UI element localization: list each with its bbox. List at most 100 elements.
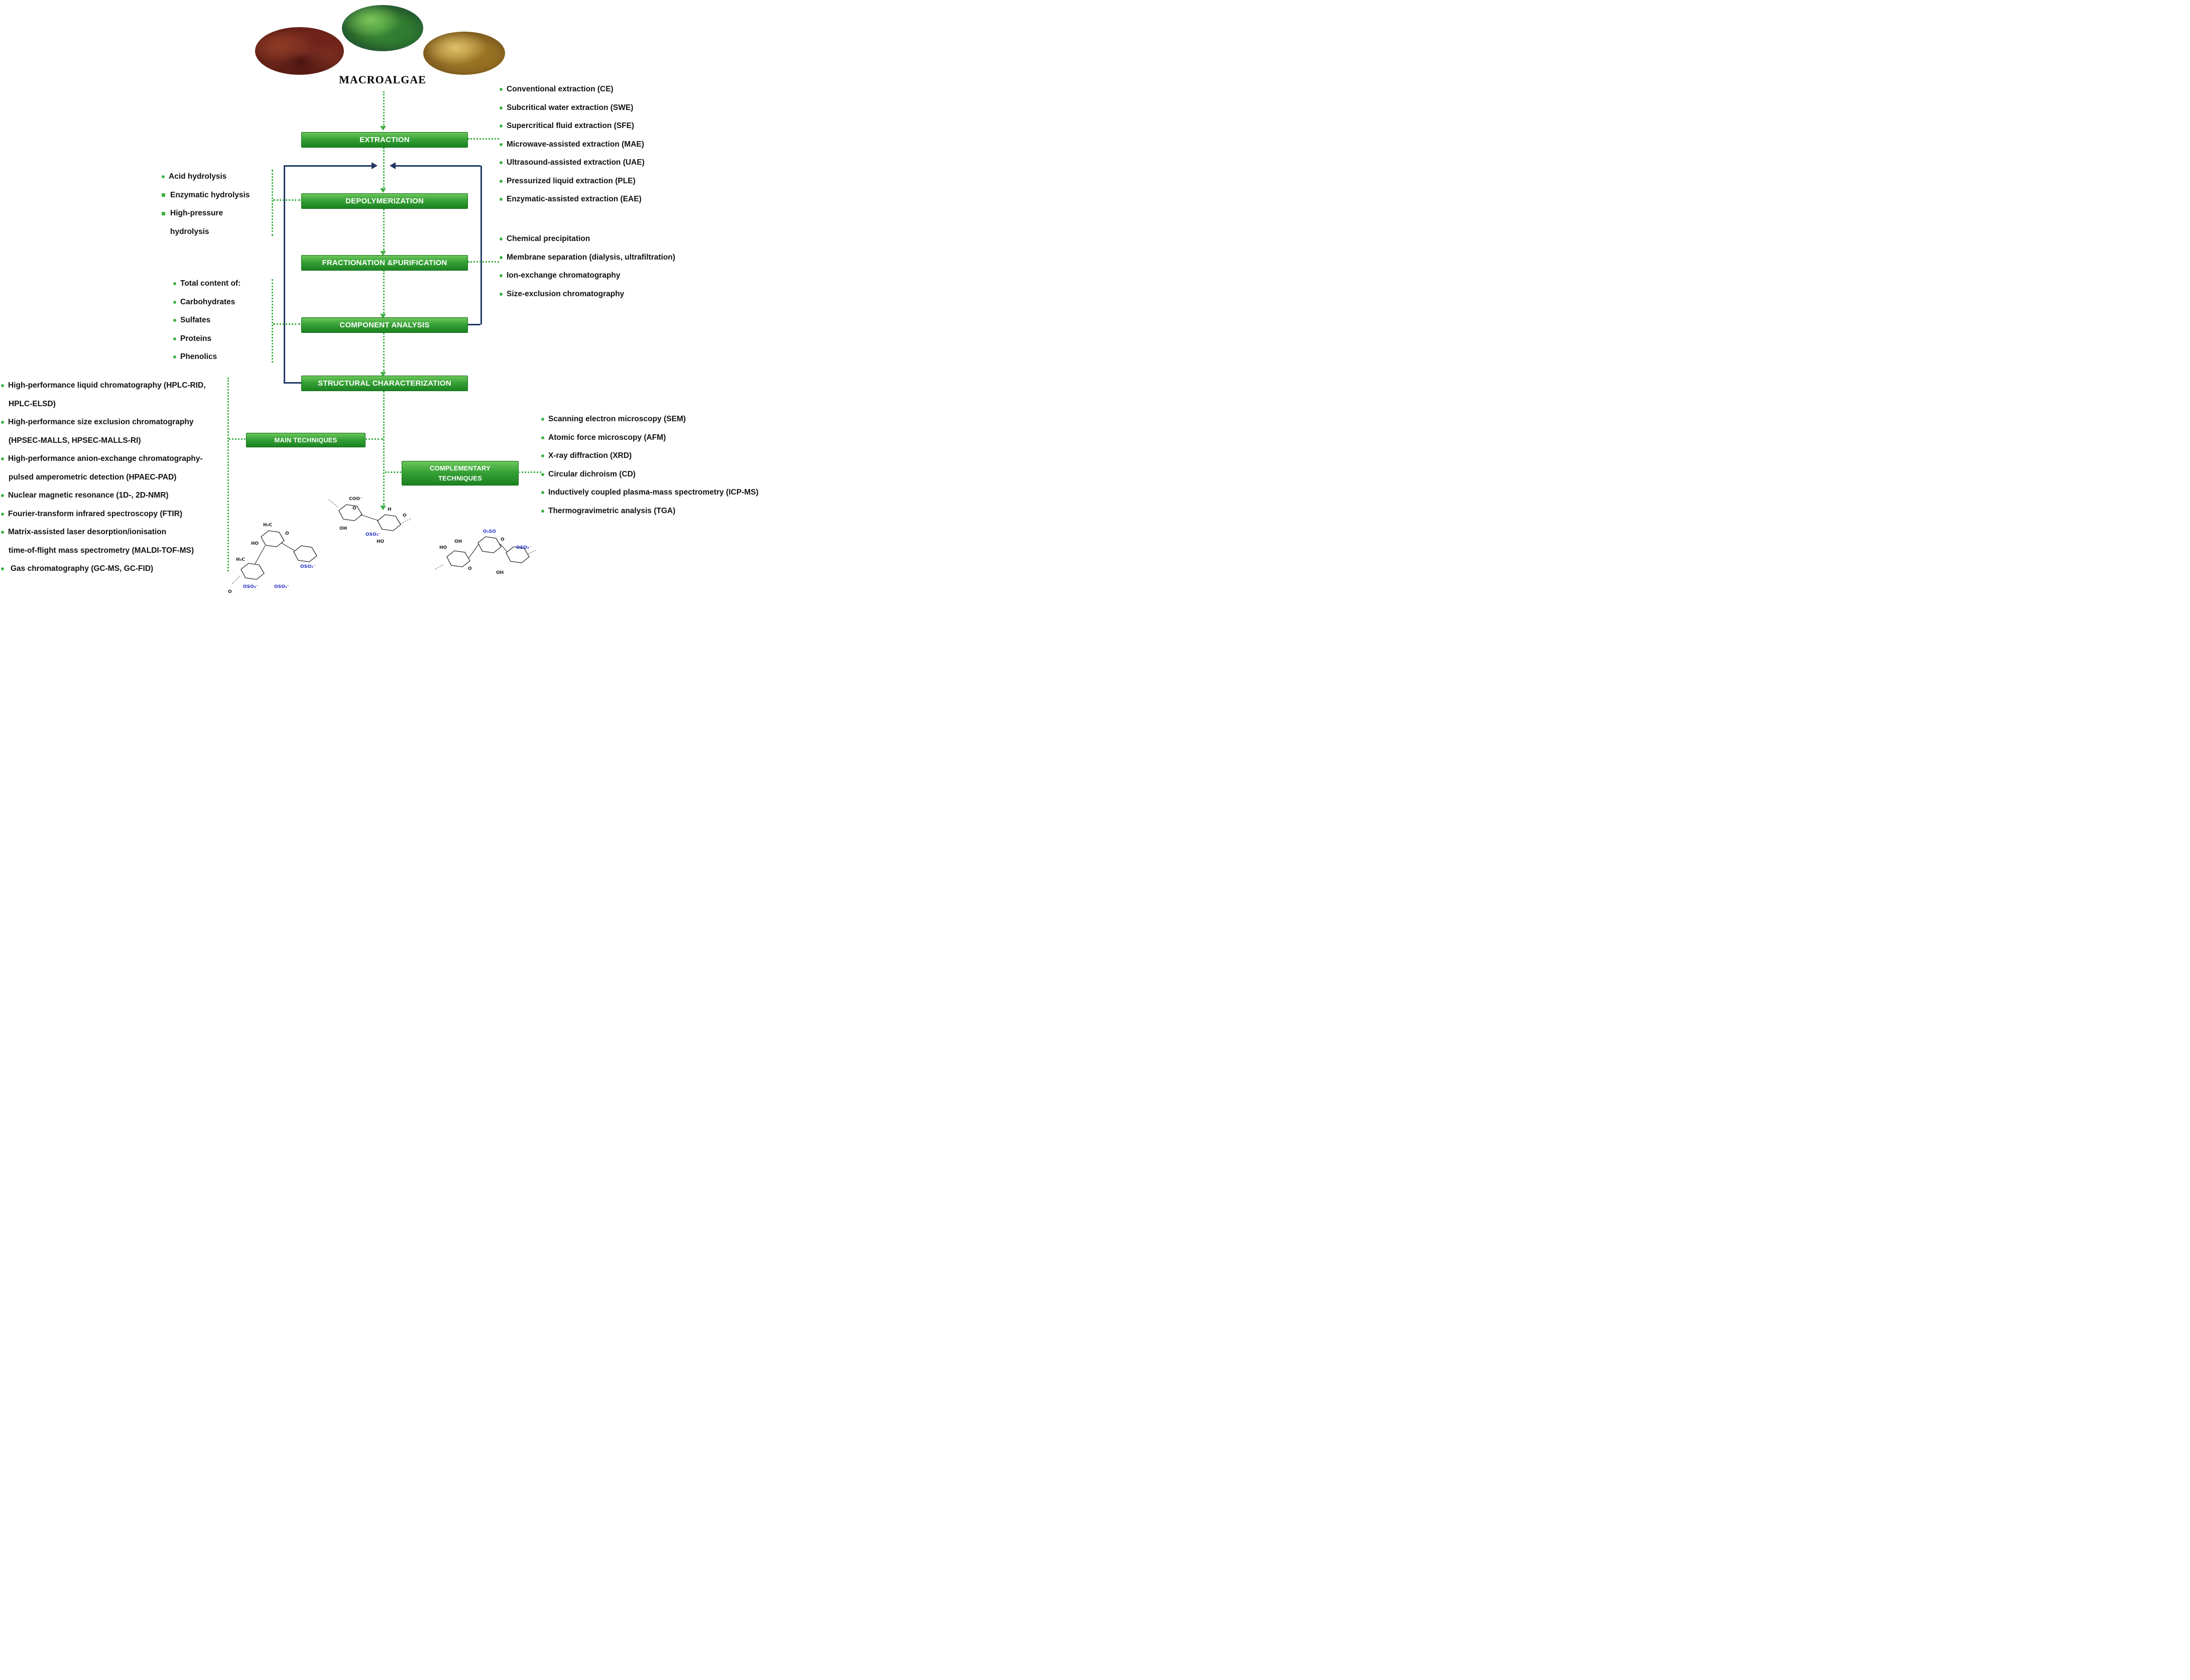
purification-methods-list: Chemical precipitation Membrane separati…	[500, 230, 675, 303]
bullet-icon	[1, 384, 4, 388]
feedback-right-bottom	[468, 324, 480, 325]
list-item-label: Fourier-transform infrared spectroscopy …	[8, 509, 183, 518]
arrowhead-down-icon	[380, 506, 386, 510]
bullet-icon	[541, 472, 544, 476]
list-item: Matrix-assisted laser desorption/ionisat…	[1, 523, 206, 542]
svg-text:OSO₃⁻: OSO₃⁻	[243, 584, 259, 589]
list-item: Thermogravimetric analysis (TGA)	[541, 502, 759, 521]
arrowhead-down-icon	[380, 372, 386, 377]
list-item: Total content of:	[173, 275, 240, 293]
arrow-depolymerization-to-fractionation	[383, 208, 385, 251]
component-analysis-box: COMPONENT ANALYSIS	[301, 317, 468, 333]
feedback-arrowhead-right-icon	[372, 162, 378, 169]
list-item: Phenolics	[173, 348, 240, 367]
list-item: X-ray diffraction (XRD)	[541, 447, 759, 465]
feedback-left-vertical	[284, 166, 285, 383]
list-item-label: Microwave-assisted extraction (MAE)	[507, 140, 644, 149]
complementary-techniques-list: Scanning electron microscopy (SEM) Atomi…	[541, 410, 759, 520]
svg-text:COO⁻: COO⁻	[349, 497, 362, 502]
svg-text:O: O	[403, 513, 407, 518]
list-item: Supercritical fluid extraction (SFE)	[500, 117, 645, 136]
list-item: Sulfates	[173, 311, 240, 330]
svg-text:HO: HO	[377, 539, 385, 544]
bullet-icon	[500, 274, 503, 278]
list-item: Atomic force microscopy (AFM)	[541, 429, 759, 447]
list-item-label: Supercritical fluid extraction (SFE)	[507, 122, 635, 131]
svg-text:OSO₃⁻: OSO₃⁻	[274, 584, 290, 589]
list-item-label: Ion-exchange chromatography	[507, 271, 621, 280]
fractionation-purification-box: FRACTIONATION &PURIFICATION	[301, 255, 468, 271]
list-item-label: pulsed amperometric detection (HPAEC-PAD…	[9, 472, 177, 482]
bullet-icon	[500, 88, 503, 91]
bullet-icon	[500, 161, 503, 165]
bullet-icon	[500, 256, 503, 259]
arrowhead-down-icon	[380, 251, 386, 256]
connector-main-techniques-box	[229, 438, 246, 440]
list-item: Enzymatic-assisted extraction (EAE)	[500, 190, 645, 209]
list-item-label: Inductively coupled plasma-mass spectrom…	[548, 488, 759, 497]
list-item: High-performance size exclusion chromato…	[1, 413, 206, 432]
svg-text:O: O	[501, 537, 505, 542]
red-macroalgae-photo	[255, 27, 344, 75]
list-item: Acid hydrolysis	[162, 168, 250, 186]
svg-text:O₃SO: O₃SO	[483, 529, 496, 534]
feedback-left-top	[284, 165, 372, 167]
arrow-macroalgae-to-extraction	[383, 91, 385, 126]
depolymerization-box-label: DEPOLYMERIZATION	[345, 197, 424, 205]
bullet-icon	[500, 179, 503, 183]
bullet-icon	[162, 211, 165, 215]
list-item-label: Proteins	[180, 334, 212, 343]
svg-text:OH: OH	[454, 539, 462, 544]
polysaccharide-structures: COO⁻ O OH OSO₃⁻ HO H O H₃C O HO OSO₃⁻ H₃…	[228, 497, 538, 594]
connector-hydrolysis	[273, 199, 300, 201]
list-item-label: Enzymatic-assisted extraction (EAE)	[507, 195, 642, 204]
complementary-techniques-box-label-line2: TECHNIQUES	[438, 474, 482, 482]
arrowhead-down-icon	[380, 126, 386, 131]
list-item: Conventional extraction (CE)	[500, 80, 645, 99]
list-item-label: Atomic force microscopy (AFM)	[548, 433, 666, 442]
main-techniques-list: High-performance liquid chromatography (…	[1, 377, 206, 578]
connector-component-items	[273, 323, 300, 325]
feedback-right-top	[395, 165, 480, 167]
extraction-box: EXTRACTION	[301, 132, 468, 148]
bullet-icon	[541, 454, 544, 458]
bullet-icon	[500, 292, 503, 296]
bullet-icon	[500, 125, 503, 128]
list-item-label: Sulfates	[180, 316, 211, 325]
green-macroalgae-photo	[342, 5, 423, 51]
svg-text:H: H	[388, 507, 392, 512]
arrow-extraction-to-depolymerization	[383, 148, 385, 188]
list-item-label: High-performance anion-exchange chromato…	[8, 454, 203, 463]
complementary-techniques-box: COMPLEMENTARY TECHNIQUES	[402, 461, 519, 486]
list-item-label: Pressurized liquid extraction (PLE)	[507, 176, 636, 185]
list-item: Nuclear magnetic resonance (1D-, 2D-NMR)	[1, 487, 206, 505]
main-techniques-box-label: MAIN TECHNIQUES	[274, 436, 337, 444]
list-item: HPLC-ELSD)	[1, 395, 206, 414]
list-item-label: Conventional extraction (CE)	[507, 85, 614, 94]
list-item: Membrane separation (dialysis, ultrafilt…	[500, 249, 675, 267]
list-item-label: Total content of:	[180, 279, 241, 288]
bullet-icon	[541, 491, 544, 495]
macroalgae-workflow-diagram: MACROALGAE EXTRACTION DEPOLYMERIZATION F…	[0, 0, 776, 595]
list-item-label: HPLC-ELSD)	[9, 399, 56, 408]
svg-text:OSO₃⁻: OSO₃⁻	[366, 532, 381, 537]
svg-text:O: O	[352, 506, 356, 511]
brown-macroalgae-photo	[423, 32, 505, 75]
diagram-title: MACROALGAE	[339, 73, 426, 86]
list-item-label: (HPSEC-MALLS, HPSEC-MALLS-RI)	[9, 436, 141, 445]
bullet-icon	[1, 494, 4, 498]
list-item: pulsed amperometric detection (HPAEC-PAD…	[1, 468, 206, 487]
list-item-label: Scanning electron microscopy (SEM)	[548, 415, 686, 424]
list-item-label: Subcritical water extraction (SWE)	[507, 103, 634, 112]
svg-text:OH: OH	[496, 570, 504, 575]
structural-characterization-box: STRUCTURAL CHARACTERIZATION	[301, 376, 468, 391]
list-item-label: Acid hydrolysis	[169, 172, 227, 181]
bullet-icon	[541, 418, 544, 421]
svg-text:O: O	[468, 566, 472, 571]
list-item-label: Nuclear magnetic resonance (1D-, 2D-NMR)	[8, 491, 169, 500]
feedback-arrowhead-left-icon	[390, 162, 396, 169]
bullet-icon	[173, 300, 176, 304]
bullet-icon	[1, 512, 4, 516]
connector-complementary-to-list	[518, 471, 541, 473]
bullet-icon	[1, 421, 4, 424]
